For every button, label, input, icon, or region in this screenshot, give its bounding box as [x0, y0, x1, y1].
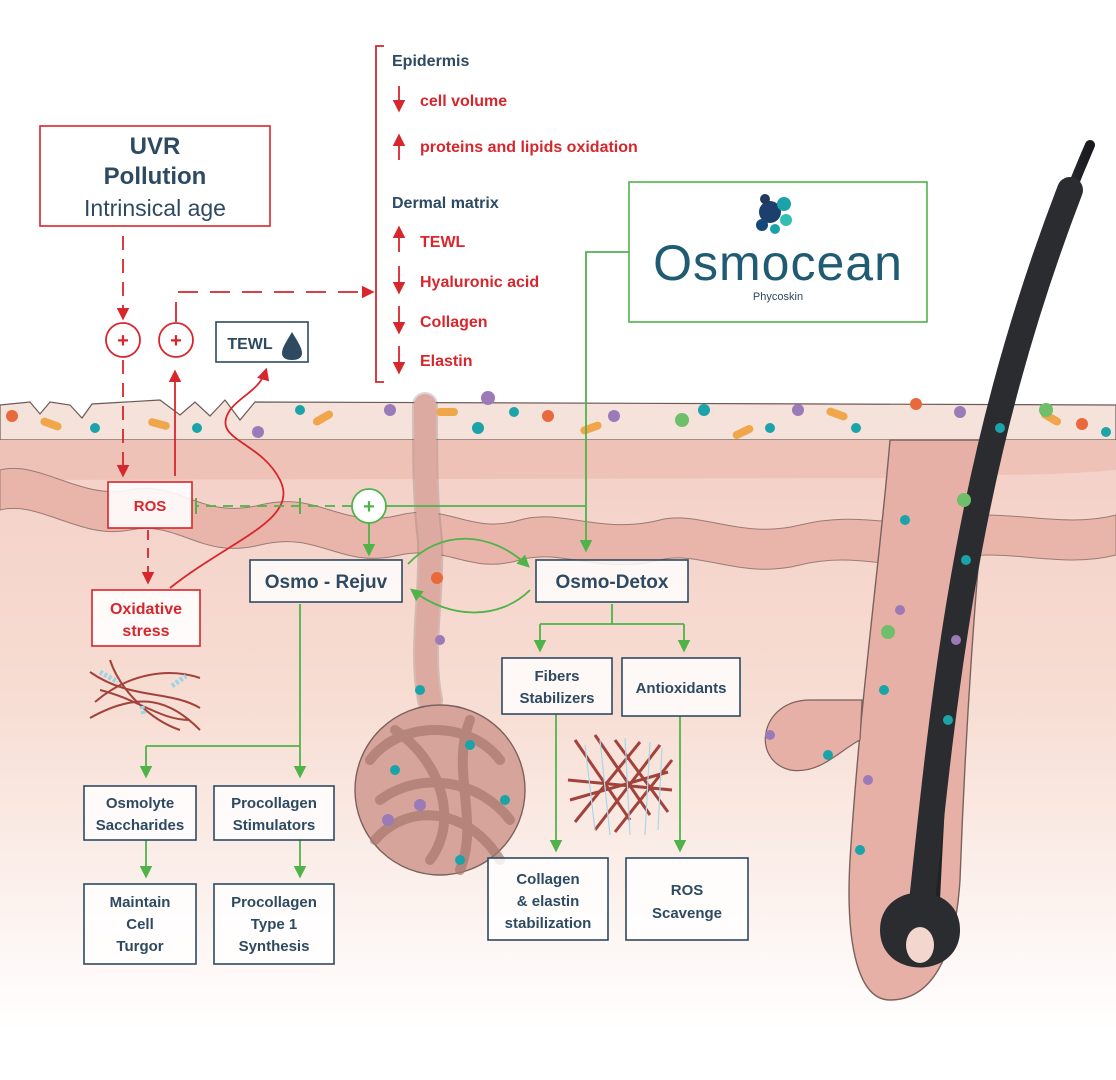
svg-text:TEWL: TEWL [420, 234, 466, 251]
sweat-gland [354, 392, 526, 876]
svg-text:Stimulators: Stimulators [233, 817, 316, 834]
skin-particles [6, 391, 1111, 865]
water-drop-icon [282, 332, 302, 360]
stratum-corneum [0, 399, 1116, 441]
effect-item-elastin: Elastin [392, 346, 472, 375]
svg-text:Collagen: Collagen [516, 871, 579, 888]
epidermis-header: Epidermis [392, 53, 469, 70]
svg-text:stress: stress [122, 623, 169, 640]
svg-text:Scavenge: Scavenge [652, 905, 722, 922]
svg-text:Oxidative: Oxidative [110, 601, 182, 618]
molecule-logo-icon [756, 194, 792, 234]
plus-node-1: + [105, 322, 141, 358]
svg-text:Collagen: Collagen [420, 314, 488, 331]
svg-text:+: + [363, 496, 375, 518]
brand-box: Osmocean Phycoskin [628, 181, 928, 323]
epidermis-band [0, 440, 1116, 480]
green-connectors [139, 251, 691, 879]
tewl-badge: TEWL [215, 321, 309, 363]
svg-text:Osmo-Detox: Osmo-Detox [556, 572, 669, 593]
maintain-turgor-box: Maintain Cell Turgor [83, 883, 197, 965]
osmolyte-saccharides-box: Osmolyte Saccharides [83, 785, 197, 841]
ros-scavenge-box: ROS Scavenge [625, 857, 749, 941]
svg-text:Saccharides: Saccharides [96, 817, 184, 834]
damaged-fibers-icon [89, 659, 201, 731]
svg-text:Procollagen: Procollagen [231, 894, 317, 911]
stressor-uvr: UVR [130, 133, 181, 160]
effect-item-oxidation: proteins and lipids oxidation [392, 133, 638, 160]
svg-text:stabilization: stabilization [505, 915, 592, 932]
antioxidants-box: Antioxidants [621, 657, 741, 717]
osmo-detox-box: Osmo-Detox [535, 559, 689, 603]
ros-box: ROS [107, 481, 193, 529]
svg-text:Synthesis: Synthesis [239, 938, 310, 955]
svg-text:Hyaluronic acid: Hyaluronic acid [420, 274, 539, 291]
procollagen-synthesis-box: Procollagen Type 1 Synthesis [213, 883, 335, 965]
stabilized-fibers-icon [567, 734, 674, 836]
dermal-matrix-header: Dermal matrix [392, 195, 499, 212]
svg-text:TEWL: TEWL [227, 336, 273, 353]
brand-sub: Phycoskin [753, 291, 803, 303]
svg-text:cell volume: cell volume [420, 93, 507, 110]
collagen-elastin-box: Collagen & elastin stabilization [487, 857, 609, 941]
brand-name: Osmocean [653, 235, 903, 291]
effect-item-collagen: Collagen [392, 306, 488, 335]
svg-text:& elastin: & elastin [517, 893, 580, 910]
stressor-intrinsical-age: Intrinsical age [84, 195, 226, 221]
hair-follicle [764, 140, 1095, 1001]
svg-text:Procollagen: Procollagen [231, 795, 317, 812]
svg-text:ROS: ROS [671, 882, 704, 899]
effects-list: Epidermis cell volume proteins and lipid… [375, 45, 638, 383]
svg-text:Osmolyte: Osmolyte [106, 795, 174, 812]
svg-text:ROS: ROS [134, 498, 167, 515]
sebaceous-gland [764, 699, 863, 772]
svg-text:+: + [117, 330, 129, 352]
procollagen-stimulators-box: Procollagen Stimulators [213, 785, 335, 841]
effects-bracket [375, 45, 384, 383]
svg-text:Turgor: Turgor [116, 938, 163, 955]
osmo-rejuv-box: Osmo - Rejuv [249, 559, 403, 603]
effect-item-hyaluronic: Hyaluronic acid [392, 266, 539, 295]
svg-text:Cell: Cell [126, 916, 154, 933]
svg-text:Elastin: Elastin [420, 353, 472, 370]
fibers-stabilizers-box: Fibers Stabilizers [501, 657, 613, 715]
svg-text:Maintain: Maintain [110, 894, 171, 911]
effect-item-tewl: TEWL [392, 225, 466, 252]
svg-text:Stabilizers: Stabilizers [519, 690, 594, 707]
svg-text:+: + [170, 330, 182, 352]
svg-text:Osmo - Rejuv: Osmo - Rejuv [265, 572, 388, 593]
svg-text:Fibers: Fibers [534, 668, 579, 685]
svg-text:Antioxidants: Antioxidants [636, 680, 727, 697]
stressor-pollution: Pollution [104, 163, 207, 190]
stressor-box: UVR Pollution Intrinsical age [39, 125, 271, 227]
oxidative-stress-box: Oxidative stress [91, 589, 201, 647]
red-connectors [116, 236, 375, 589]
plus-node-2: + [158, 322, 194, 358]
effect-item-cell-volume: cell volume [392, 86, 507, 113]
svg-text:Type 1: Type 1 [251, 916, 297, 933]
svg-text:proteins and lipids oxidation: proteins and lipids oxidation [420, 139, 638, 156]
plus-node-green: + [351, 488, 387, 524]
